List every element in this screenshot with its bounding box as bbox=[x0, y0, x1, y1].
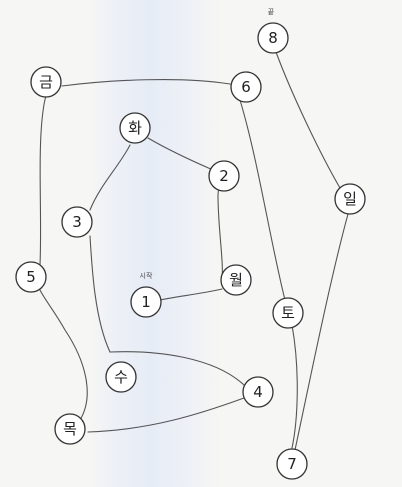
node-7-label: 7 bbox=[287, 455, 297, 473]
node-2-label: 2 bbox=[219, 167, 229, 185]
node-1-label: 1 bbox=[141, 293, 151, 311]
line-4-to-mok bbox=[87, 397, 245, 433]
node-5: 5 bbox=[15, 261, 47, 293]
node-to: 토 bbox=[272, 297, 304, 329]
line-il-to-8 bbox=[275, 51, 341, 189]
line-2-to-hwa bbox=[147, 137, 214, 171]
node-mok: 목 bbox=[54, 413, 86, 445]
line-su-to-4 bbox=[109, 351, 245, 386]
node-4: 4 bbox=[242, 376, 274, 408]
line-7-to-il bbox=[294, 213, 349, 451]
node-hwa-label: 화 bbox=[128, 119, 142, 137]
node-6-label: 6 bbox=[241, 78, 251, 96]
node-mok-label: 목 bbox=[63, 420, 77, 438]
line-hwa-to-3 bbox=[89, 144, 131, 211]
node-6: 6 bbox=[230, 71, 262, 103]
node-7: 7 bbox=[276, 448, 308, 480]
node-8-label: 8 bbox=[268, 29, 278, 47]
line-to-to-7 bbox=[291, 324, 298, 449]
line-5-to-geum bbox=[39, 95, 47, 266]
node-il-label: 일 bbox=[343, 190, 357, 208]
line-1-to-wol bbox=[159, 288, 223, 301]
node-3-label: 3 bbox=[72, 213, 82, 231]
line-3-to-su bbox=[89, 235, 111, 353]
node-to-label: 토 bbox=[281, 304, 295, 322]
node-il: 일 bbox=[334, 183, 366, 215]
node-8: 8 bbox=[257, 22, 289, 54]
node-4-label: 4 bbox=[253, 383, 263, 401]
node-5-label: 5 bbox=[26, 268, 36, 286]
node-hwa: 화 bbox=[119, 112, 151, 144]
node-su: 수 bbox=[105, 361, 137, 393]
node-su-label: 수 bbox=[114, 368, 128, 386]
node-wol: 월 bbox=[220, 264, 252, 296]
node-wol-label: 월 bbox=[229, 271, 243, 289]
start-label: 시작 bbox=[140, 271, 153, 280]
node-geum: 금 bbox=[30, 66, 62, 98]
node-3: 3 bbox=[61, 206, 93, 238]
node-geum-label: 금 bbox=[39, 73, 53, 91]
end-label: 끝 bbox=[268, 8, 275, 16]
connection-lines bbox=[39, 51, 349, 451]
line-wol-to-2 bbox=[217, 183, 223, 285]
line-6-to-to bbox=[239, 99, 286, 301]
line-mok-to-5 bbox=[39, 289, 88, 421]
node-1: 1 bbox=[130, 286, 162, 318]
line-geum-to-6 bbox=[61, 78, 231, 87]
node-2: 2 bbox=[208, 160, 240, 192]
